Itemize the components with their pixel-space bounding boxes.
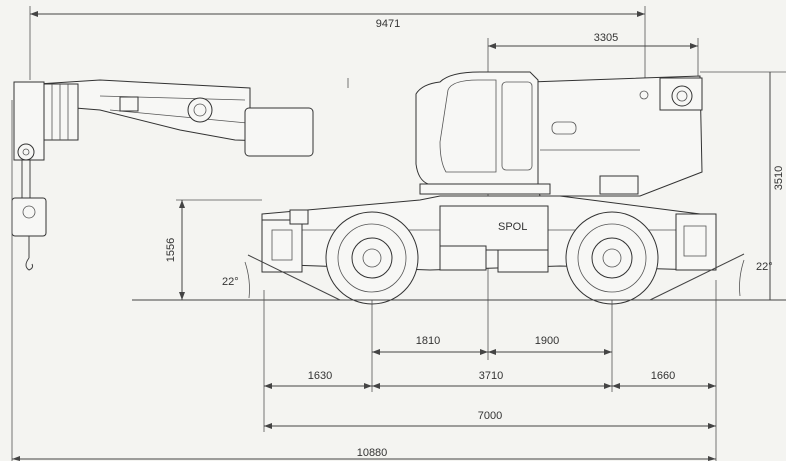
dim-overall-top: 9471 [376,18,400,30]
operator-cab [415,71,551,195]
dim-front-axle-to-center: 1810 [416,335,440,347]
dim-chassis-length: 7000 [478,410,502,422]
dim-center-to-rear-axle: 1900 [535,335,559,347]
rear-wheel [565,211,659,305]
rear-outrigger [675,213,717,271]
superstructure [529,75,703,197]
angle-right: 22° [649,253,773,301]
hook-block [11,160,47,271]
left-height-dimension: 1556 [165,199,262,300]
angle-right-label: 22° [756,261,773,273]
dim-left-height: 1556 [165,238,177,262]
wheelbase-dimensions: 1630 3710 1660 [263,280,717,461]
dim-total-length: 10880 [357,447,388,459]
boom [37,78,349,157]
decal-text: SPOL [498,221,527,233]
front-wheel [325,211,419,305]
total-length-dimension: 10880 [12,447,716,461]
dim-cab-to-rear: 3305 [594,32,618,44]
front-outrigger [261,209,309,273]
chassis-length-dimension: 7000 [264,410,716,429]
boom-head [13,81,79,161]
dim-height-right: 3510 [773,166,785,190]
height-right-dimension: 3510 [700,71,786,300]
angle-left-label: 22° [222,276,239,288]
dim-rear-overhang: 1660 [651,370,675,382]
dim-front-overhang: 1630 [308,370,332,382]
axle-dimensions: 1810 1900 [371,300,613,392]
dim-wheelbase: 3710 [479,370,503,382]
angle-left: 22° [222,254,341,301]
